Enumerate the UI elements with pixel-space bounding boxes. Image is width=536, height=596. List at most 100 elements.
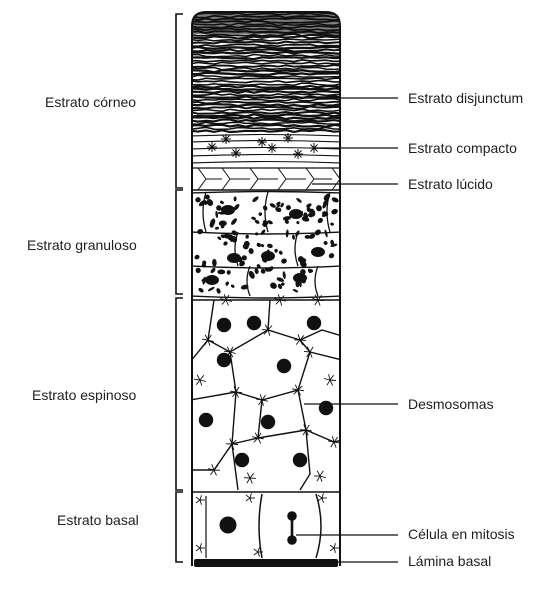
keratohyalin-granule: [331, 197, 339, 203]
spine-desmosome: [221, 299, 227, 305]
spine-desmosome: [235, 391, 239, 398]
spine-desmosome: [213, 469, 217, 476]
keratin-line: [192, 32, 340, 37]
spine-desmosome: [207, 339, 214, 343]
keratohyalin-granule: [314, 229, 321, 236]
spine-desmosome: [196, 374, 201, 381]
lucido-layer: [192, 167, 340, 191]
spine-desmosome: [204, 334, 209, 341]
spine-desmosome: [229, 351, 234, 358]
keratohyalin-granule: [258, 212, 263, 216]
spinous-cell-border: [299, 429, 311, 491]
keratin-line: [192, 113, 340, 118]
granular-top: [192, 190, 340, 194]
basal-desmosome: [253, 548, 259, 553]
spine-desmosome: [303, 350, 311, 353]
keratohyalin-granule: [323, 193, 331, 201]
basal-desmosome: [199, 547, 202, 553]
disjunctum-layer: [192, 12, 340, 134]
keratohyalin-granule: [198, 287, 204, 293]
spine-desmosome: [232, 391, 237, 398]
keratohyalin-granule: [304, 234, 311, 239]
basal-nucleus: [219, 516, 237, 534]
keratin-line: [192, 121, 340, 125]
keratohyalin-granule: [330, 222, 334, 226]
spine-desmosome: [246, 472, 251, 479]
keratin-line: [192, 56, 340, 61]
spine-desmosome: [246, 477, 251, 484]
label-estrato-lucido: Estrato lúcido: [408, 176, 493, 192]
keratohyalin-granule: [317, 217, 323, 224]
spinous-cell-border: [231, 391, 237, 445]
basal-desmosome: [195, 547, 201, 552]
spine-desmosome: [195, 379, 201, 385]
keratin-line: [192, 48, 340, 53]
granular-nucleus: [311, 247, 325, 257]
desmosome-mark: [294, 150, 302, 158]
keratohyalin-granule: [202, 276, 206, 285]
spine-desmosome: [256, 398, 263, 401]
basal-desmosome: [249, 493, 252, 499]
spinous-nucleus: [216, 352, 232, 368]
keratohyalin-granule: [284, 219, 289, 224]
keratohyalin-granule: [254, 219, 260, 224]
spine-desmosome: [224, 350, 231, 353]
spine-desmosome: [210, 469, 215, 476]
basal-desmosome: [199, 495, 202, 501]
spine-desmosome: [329, 374, 334, 381]
keratohyalin-granule: [198, 200, 206, 207]
spine-desmosome: [207, 339, 211, 346]
keratohyalin-granule: [267, 266, 274, 272]
spine-desmosome: [331, 436, 335, 443]
keratohyalin-granule: [251, 216, 257, 221]
keratohyalin-granule: [255, 232, 259, 236]
keratohyalin-granule: [323, 241, 328, 245]
keratin-line: [192, 64, 340, 68]
spine-desmosome: [297, 389, 301, 396]
basal-desmosome: [333, 543, 336, 549]
spine-desmosome: [333, 441, 337, 448]
spine-desmosome: [297, 385, 303, 391]
spine-desmosome: [306, 351, 311, 358]
keratohyalin-granule: [296, 198, 302, 203]
spine-desmosome: [225, 299, 229, 306]
keratin-line: [192, 38, 340, 42]
column-outline: [191, 11, 341, 566]
spine-desmosome: [233, 386, 237, 393]
basal-desmosome: [195, 544, 201, 549]
keratohyalin-granule: [297, 256, 304, 263]
spine-desmosome: [267, 325, 273, 331]
granular-nucleus: [261, 251, 275, 261]
basal-layer: [192, 491, 340, 559]
keratohyalin-granule: [285, 205, 291, 211]
keratin-line: [192, 40, 340, 45]
keratohyalin-granule: [281, 282, 285, 286]
keratohyalin-granule: [241, 255, 247, 261]
keratohyalin-granule: [285, 229, 289, 238]
desmosome-mark: [284, 134, 292, 142]
desmosome-mark: [208, 143, 216, 151]
keratohyalin-granule: [223, 241, 228, 246]
spine-desmosome: [329, 379, 334, 386]
bracket-espinoso: [175, 297, 183, 491]
desmosome-mark: [268, 144, 276, 152]
keratohyalin-granule: [269, 203, 276, 208]
keratohyalin-granule: [256, 242, 262, 248]
keratin-line: [192, 43, 340, 48]
label-lamina-basal: Lámina basal: [408, 553, 492, 569]
keratohyalin-granule: [215, 210, 219, 218]
spine-desmosome: [312, 297, 319, 301]
keratohyalin-granule: [239, 260, 245, 267]
keratohyalin-granule: [281, 258, 287, 264]
spine-desmosome: [302, 429, 307, 436]
spine-desmosome: [207, 334, 212, 341]
keratohyalin-granule: [212, 258, 217, 267]
keratohyalin-granule: [216, 205, 222, 211]
granular-cell-wall: [314, 265, 319, 297]
label-estrato-granuloso: Estrato granuloso: [27, 237, 137, 253]
spine-desmosome: [317, 299, 325, 302]
spine-desmosome: [208, 468, 215, 471]
spine-desmosome: [326, 379, 331, 386]
compact-line: [192, 133, 340, 137]
keratohyalin-granule: [233, 204, 240, 211]
